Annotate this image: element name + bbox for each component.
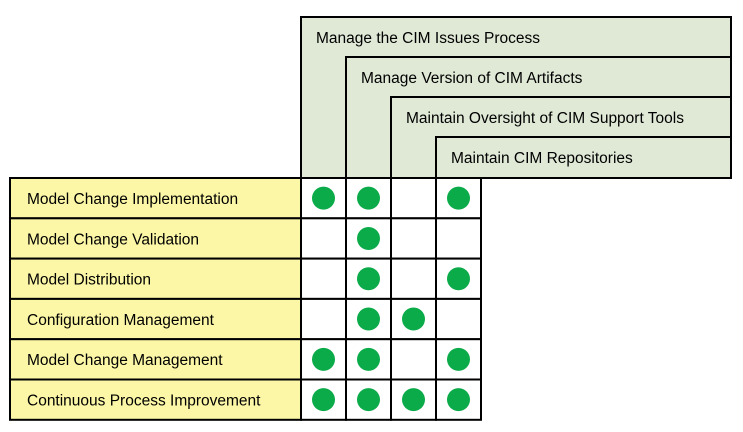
- matrix-cell: [435, 217, 482, 260]
- matrix-cell: [345, 217, 392, 260]
- row-label-text: Continuous Process Improvement: [27, 393, 261, 410]
- row-label-text: Model Change Implementation: [27, 191, 238, 208]
- column-header-label: Maintain CIM Repositories: [451, 150, 633, 167]
- row-label-text: Model Distribution: [27, 272, 151, 289]
- row-label-text: Configuration Management: [27, 312, 215, 329]
- row-label-text: Model Change Management: [27, 352, 223, 369]
- row-label-box: [9, 177, 302, 220]
- row-label-box: [9, 257, 302, 300]
- row-label: Model Change Validation: [9, 217, 302, 260]
- matrix-cell: [300, 297, 347, 341]
- row-label: Model Distribution: [9, 257, 302, 300]
- matrix-cell: [300, 217, 347, 260]
- matrix-cell-box: [390, 257, 437, 300]
- matrix-cell-box: [300, 217, 347, 260]
- matrix-cell-box: [390, 217, 437, 260]
- matrix-cell: [390, 177, 437, 220]
- assignment-dot: [312, 347, 335, 371]
- matrix-cell: [345, 177, 392, 220]
- column-header-label: Maintain Oversight of CIM Support Tools: [406, 110, 684, 127]
- matrix-cell: [345, 257, 392, 300]
- column-header-box: [435, 136, 732, 179]
- assignment-dot: [447, 267, 470, 291]
- matrix-cell: [345, 338, 392, 381]
- column-header-label: Manage Version of CIM Artifacts: [361, 70, 583, 87]
- matrix-cell-box: [390, 177, 437, 220]
- matrix-cell: [390, 217, 437, 260]
- assignment-dot: [357, 226, 380, 250]
- assignment-dot: [447, 186, 470, 210]
- matrix-cell-box: [435, 217, 482, 260]
- row-label: Configuration Management: [9, 297, 302, 341]
- matrix-cell-box: [435, 297, 482, 341]
- column-header: Maintain CIM Repositories: [435, 136, 732, 179]
- matrix-cell-box: [300, 297, 347, 341]
- matrix-cell: [435, 297, 482, 341]
- matrix-cells: [300, 17, 482, 421]
- row-label: Model Change Implementation: [9, 177, 302, 220]
- matrix-cell: [345, 297, 392, 341]
- matrix-cell-box: [390, 338, 437, 381]
- assignment-dot: [402, 307, 425, 331]
- assignment-dot: [357, 347, 380, 371]
- assignment-dot: [357, 267, 380, 291]
- assignment-dot: [357, 388, 380, 412]
- matrix-cell: [300, 177, 347, 220]
- assignment-dot: [357, 186, 380, 210]
- matrix-cell: [435, 338, 482, 381]
- matrix-cell: [300, 378, 347, 421]
- assignment-dot: [312, 388, 335, 412]
- matrix-cell: [300, 257, 347, 300]
- column-header-label: Manage the CIM Issues Process: [316, 30, 540, 47]
- assignment-dot: [357, 307, 380, 331]
- matrix-cell: [390, 378, 437, 421]
- assignment-dot: [447, 347, 470, 371]
- matrix-cell: [390, 338, 437, 381]
- matrix-cell: [345, 378, 392, 421]
- row-label-text: Model Change Validation: [27, 231, 199, 248]
- row-label: Continuous Process Improvement: [9, 378, 302, 421]
- matrix-cell: [300, 338, 347, 381]
- matrix-cell: [390, 297, 437, 341]
- matrix-cell-box: [300, 257, 347, 300]
- assignment-dot: [402, 388, 425, 412]
- matrix-cell: [435, 257, 482, 300]
- row-label-box: [9, 338, 302, 381]
- matrix-cell: [435, 177, 482, 220]
- matrix-cell: [435, 378, 482, 421]
- assignment-dot: [447, 388, 470, 412]
- row-label: Model Change Management: [9, 338, 302, 381]
- matrix-cell: [390, 257, 437, 300]
- assignment-dot: [312, 186, 335, 210]
